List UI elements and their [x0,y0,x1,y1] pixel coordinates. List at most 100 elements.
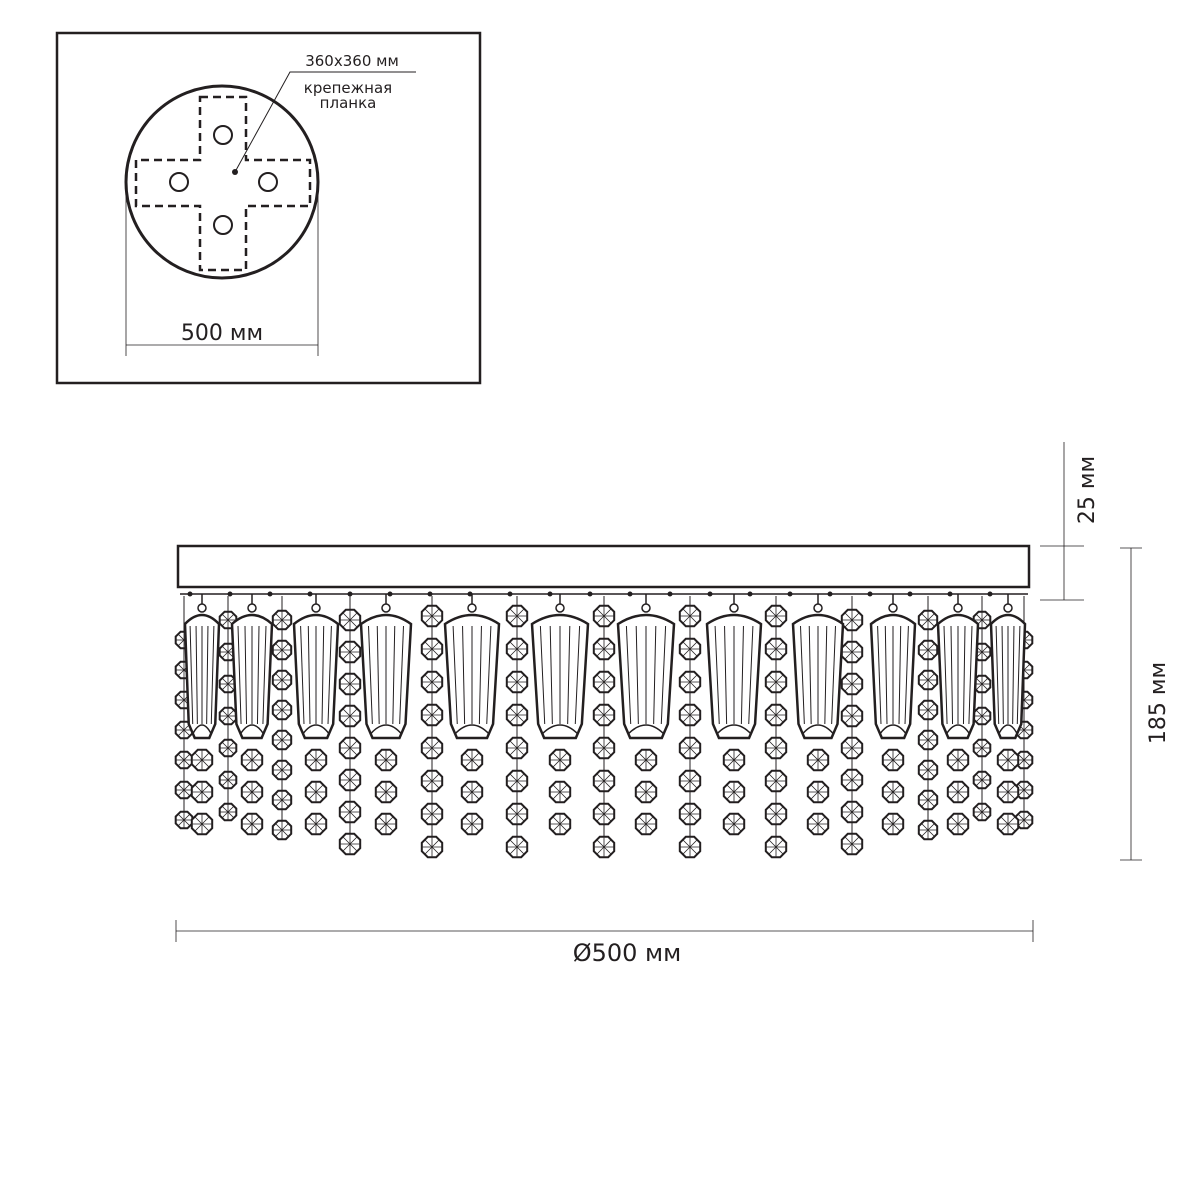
bead-facet [639,753,653,767]
bead-facet [845,773,859,787]
bead-facet [683,807,697,821]
bead-facet [951,753,965,767]
prism-base [879,724,907,735]
total-height-label: 185 мм [1146,662,1171,744]
prism-facet [1012,625,1015,725]
bead-facet [597,840,611,854]
bead-facet [343,773,357,787]
prism-facet [368,625,373,725]
bead-facet [976,742,988,754]
bead-facet [195,753,209,767]
bead-facet [275,823,289,837]
bead-facet [597,675,611,689]
bead-facet [727,817,741,831]
bead-facet [379,817,393,831]
prism-facet [824,625,828,725]
prism-facet [714,625,720,725]
prism-facet [962,625,966,725]
bead-facet [195,785,209,799]
bead-facet [425,609,439,623]
bead-facet [597,774,611,788]
bead-facet [921,823,935,837]
bead-facet [683,642,697,656]
prism-ring [1003,603,1013,613]
prism-facet [300,625,305,725]
rail-hook [387,591,393,597]
bead-facet [275,793,289,807]
mount-hole-right [258,172,278,192]
bead-facet [425,807,439,821]
bead-facet [921,793,935,807]
prism-base [998,724,1018,735]
rail-hook [667,591,673,597]
bead-facet [976,774,988,786]
bead-facet [222,806,234,818]
bead-facet [343,677,357,691]
prism-facet [549,625,553,725]
prism-facet [206,625,209,725]
bead-facet [275,673,289,687]
bead-facet [727,785,741,799]
prism-facet [724,625,728,725]
rail-hook [467,591,473,597]
bead-facet [275,613,289,627]
bead-facet [222,774,234,786]
bead-facet [951,817,965,831]
bead-facet [683,675,697,689]
prism-facet [210,625,215,725]
bead-facet [921,733,935,747]
bead-facet [343,645,357,659]
bead-facet [178,784,190,796]
bead-facet [845,645,859,659]
bead-facet [769,609,783,623]
prism-facet [831,625,836,725]
bead-facet [921,643,935,657]
rail-hook [227,591,233,597]
prism-base [369,724,403,735]
bead-facet [553,817,567,831]
crystal-drops [174,591,1034,859]
prism-facet [808,625,812,725]
bead-facet [343,709,357,723]
prism-ring [813,603,823,613]
bead-facet [510,741,524,755]
ceiling-canopy-circle [124,84,320,280]
prism-facet [478,625,482,725]
bead-facet [727,753,741,767]
rail-hook [707,591,713,597]
bead-facet [1001,753,1015,767]
bead-facet [510,675,524,689]
bead-facet [275,733,289,747]
prism-ring [381,603,391,613]
rail-hook [827,591,833,597]
rail-hook [307,591,313,597]
bead-facet [510,609,524,623]
bead-facet [921,613,935,627]
bead-facet [379,785,393,799]
bead-facet [976,806,988,818]
bracket-leader-line [234,71,416,173]
bead-facet [921,703,935,717]
rail-hook [507,591,513,597]
bead-facet [976,678,988,690]
prism-ring [729,603,739,613]
bead-facet [639,785,653,799]
bead-facet [245,785,259,799]
bead-facet [425,840,439,854]
bead-facet [597,708,611,722]
bead-facet [553,785,567,799]
bead-facet [178,754,190,766]
rail-hook [547,591,553,597]
prism-facet [995,625,1000,725]
rail-hook [947,591,953,597]
mount-hole-bottom [213,215,233,235]
bead-facet [465,817,479,831]
bead-facet [597,741,611,755]
prism-base [192,724,212,735]
bead-facet [425,741,439,755]
prism-facet [574,625,581,725]
bracket-label-line1: крепежная [304,79,392,97]
bead-facet [845,741,859,755]
bead-facet [597,609,611,623]
bead-facet [1018,814,1030,826]
